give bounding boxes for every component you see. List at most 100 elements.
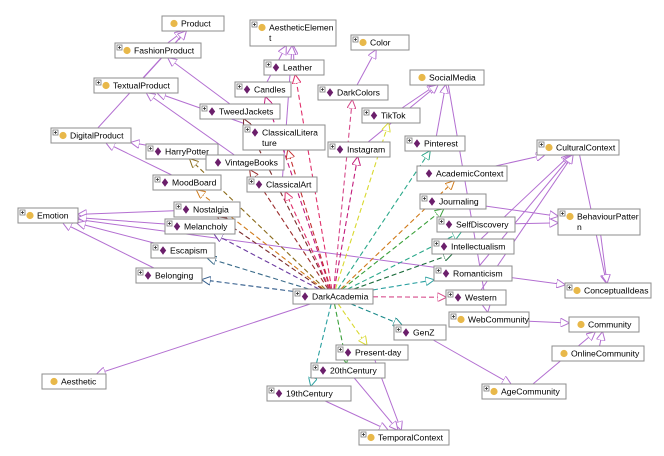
node-nostalgia[interactable]: Nostalgia	[173, 201, 241, 218]
node-western[interactable]: Western	[445, 289, 507, 306]
node-box	[433, 265, 513, 282]
node-label: SocialMedia	[429, 73, 476, 83]
node-product[interactable]: Product	[161, 15, 225, 32]
node-web-community[interactable]: WebCommunity	[448, 311, 530, 328]
node-classical-art[interactable]: ClassicalArt	[246, 176, 318, 193]
node-box	[393, 324, 447, 341]
node-label: ture	[262, 138, 277, 148]
subclass-edge-melancholy-to-emotion	[78, 218, 166, 225]
node-tweed-jackets[interactable]: TweedJackets	[199, 103, 281, 120]
node-label: t	[269, 33, 272, 43]
node-belonging[interactable]: Belonging	[135, 267, 203, 284]
individual-diamond-icon	[161, 178, 169, 187]
node-box	[327, 141, 391, 158]
node-presentday[interactable]: Present-day	[335, 344, 409, 361]
node-box	[445, 289, 507, 306]
node-pinterest[interactable]: Pinterest	[404, 135, 466, 152]
node-conceptual-ideas[interactable]: ConceptualIdeas	[564, 282, 652, 299]
property-edge-dark-academia-to-romanticism	[372, 280, 434, 291]
node-digital-product[interactable]: DigitalProduct	[50, 127, 132, 144]
node-19th-century[interactable]: 19thCentury	[266, 385, 352, 402]
node-box	[164, 218, 236, 235]
subclass-edge-behaviour-pattern-to-conceptual-ideas	[600, 234, 607, 283]
node-box	[292, 288, 374, 305]
node-age-community[interactable]: AgeCommunity	[481, 383, 567, 400]
node-aesthetic[interactable]: Aesthetic	[41, 373, 107, 390]
node-temporal-context[interactable]: TemporalContext	[358, 429, 450, 446]
individual-diamond-icon	[214, 158, 222, 167]
node-label: Pinterest	[424, 139, 459, 149]
node-textual-product[interactable]: TextualProduct	[93, 77, 179, 94]
node-box	[152, 174, 222, 191]
property-edge-dark-academia-to-gen-z	[350, 303, 402, 325]
node-academic-context[interactable]: AcademicContext	[416, 165, 508, 182]
individual-diamond-icon	[326, 88, 334, 97]
individual-diamond-icon	[154, 147, 162, 156]
individual-diamond-icon	[275, 389, 283, 398]
class-circle-icon	[59, 131, 67, 140]
subclass-edge-self-discovery-to-behaviour-pattern	[514, 223, 558, 224]
property-edge-dark-academia-to-presentday	[337, 303, 367, 345]
node-emotion[interactable]: Emotion	[17, 207, 79, 224]
node-box	[266, 385, 352, 402]
node-label: HarryPotter	[165, 147, 209, 157]
node-harry-potter[interactable]: HarryPotter	[145, 143, 219, 160]
node-self-discovery[interactable]: SelfDiscovery	[436, 216, 516, 233]
node-label: Melancholy	[184, 222, 228, 232]
node-label: DarkAcademia	[312, 292, 369, 302]
node-color[interactable]: Color	[350, 34, 410, 51]
node-fashion-product[interactable]: FashionProduct	[114, 42, 202, 59]
property-edge-dark-academia-to-pinterest	[337, 151, 430, 290]
subclass-edge-19th-century-to-temporal-context	[324, 400, 388, 430]
class-circle-icon	[50, 377, 58, 386]
node-community[interactable]: Community	[568, 316, 640, 333]
node-box	[93, 77, 179, 94]
node-label: AgeCommunity	[501, 387, 560, 397]
node-label: Instagram	[347, 145, 385, 155]
node-box	[335, 344, 409, 361]
node-box	[536, 139, 620, 156]
node-cultural-context[interactable]: CulturalContext	[536, 139, 620, 156]
node-dark-academia[interactable]: DarkAcademia	[292, 288, 374, 305]
node-leather[interactable]: Leather	[263, 59, 325, 76]
node-online-community[interactable]: OnlineCommunity	[551, 345, 645, 362]
node-20th-century[interactable]: 20thCentury	[310, 362, 386, 379]
node-dark-colors[interactable]: DarkColors	[317, 84, 389, 101]
node-escapism[interactable]: Escapism	[150, 242, 216, 259]
node-label: TextualProduct	[113, 81, 170, 91]
node-romanticism[interactable]: Romanticism	[433, 265, 513, 282]
individual-diamond-icon	[428, 197, 436, 206]
subclass-edge-journaling-to-behaviour-pattern	[485, 205, 558, 216]
subclass-edge-academic-context-to-cultural-context	[495, 155, 544, 167]
node-box	[135, 267, 203, 284]
node-label: GenZ	[413, 328, 435, 338]
node-box	[263, 59, 325, 76]
node-label: ConceptualIdeas	[584, 286, 649, 296]
individual-diamond-icon	[454, 293, 462, 302]
node-intellectualism[interactable]: Intellectualism	[431, 238, 515, 255]
property-edge-dark-academia-to-intellectualism	[353, 254, 452, 290]
individual-diamond-icon	[301, 292, 309, 301]
property-edge-dark-academia-to-melancholy	[214, 234, 320, 290]
node-social-media[interactable]: SocialMedia	[409, 69, 485, 86]
node-journaling[interactable]: Journaling	[419, 193, 487, 210]
node-box	[199, 103, 281, 120]
class-circle-icon	[102, 81, 110, 90]
node-box	[431, 238, 515, 255]
node-instagram[interactable]: Instagram	[327, 141, 391, 158]
node-candles[interactable]: Candles	[234, 81, 292, 98]
node-melancholy[interactable]: Melancholy	[164, 218, 236, 235]
class-circle-icon	[367, 433, 375, 442]
node-mood-board[interactable]: MoodBoard	[152, 174, 222, 191]
node-box	[361, 107, 421, 124]
individual-diamond-icon	[208, 107, 216, 116]
node-tik-tok[interactable]: TikTok	[361, 107, 421, 124]
node-gen-z[interactable]: GenZ	[393, 324, 447, 341]
node-vintage-books[interactable]: VintageBooks	[205, 154, 285, 171]
node-box	[564, 282, 652, 299]
class-circle-icon	[123, 46, 131, 55]
